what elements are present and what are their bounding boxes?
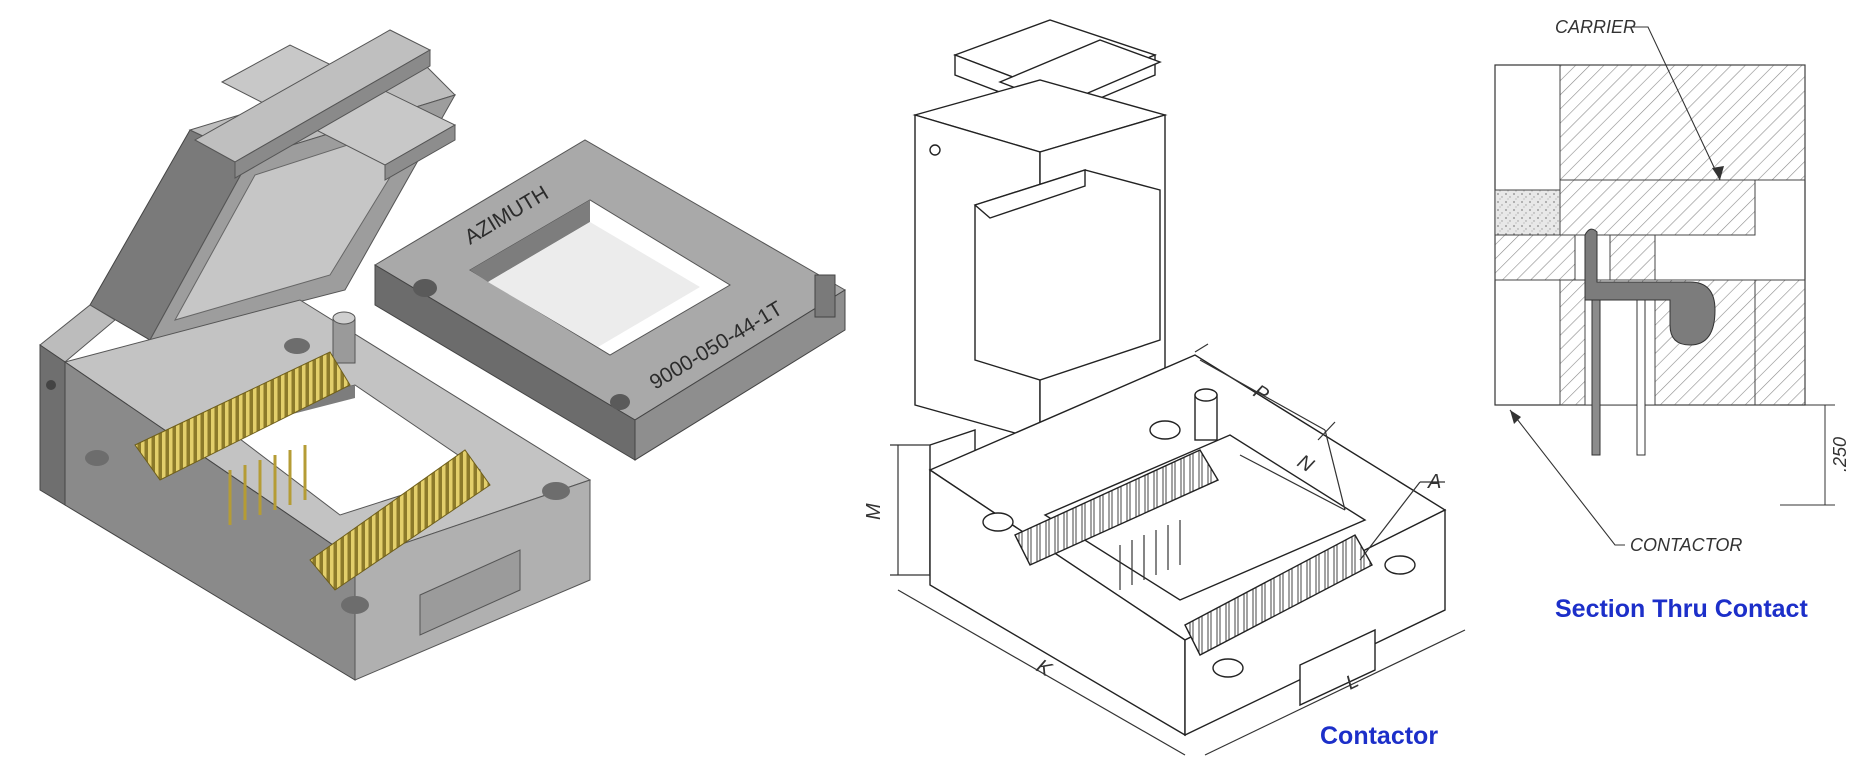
dimension-k: K bbox=[1033, 655, 1057, 682]
dimension-lines bbox=[890, 343, 1466, 756]
dimension-250: .250 bbox=[1830, 437, 1850, 472]
dimension-a: A bbox=[1427, 471, 1441, 493]
rendered-socket bbox=[39, 29, 592, 681]
caption-contactor: Contactor bbox=[1320, 722, 1439, 750]
line-drawing bbox=[912, 19, 1447, 737]
label-contactor: CONTACTOR bbox=[1630, 535, 1742, 555]
caption-section: Section Thru Contact bbox=[1555, 595, 1808, 623]
dimension-m: M bbox=[863, 503, 885, 520]
label-carrier: CARRIER bbox=[1555, 17, 1636, 37]
section-view bbox=[1494, 26, 1835, 546]
carrier-frame-render: AZIMUTH 9000-050-44-1T bbox=[374, 139, 846, 461]
